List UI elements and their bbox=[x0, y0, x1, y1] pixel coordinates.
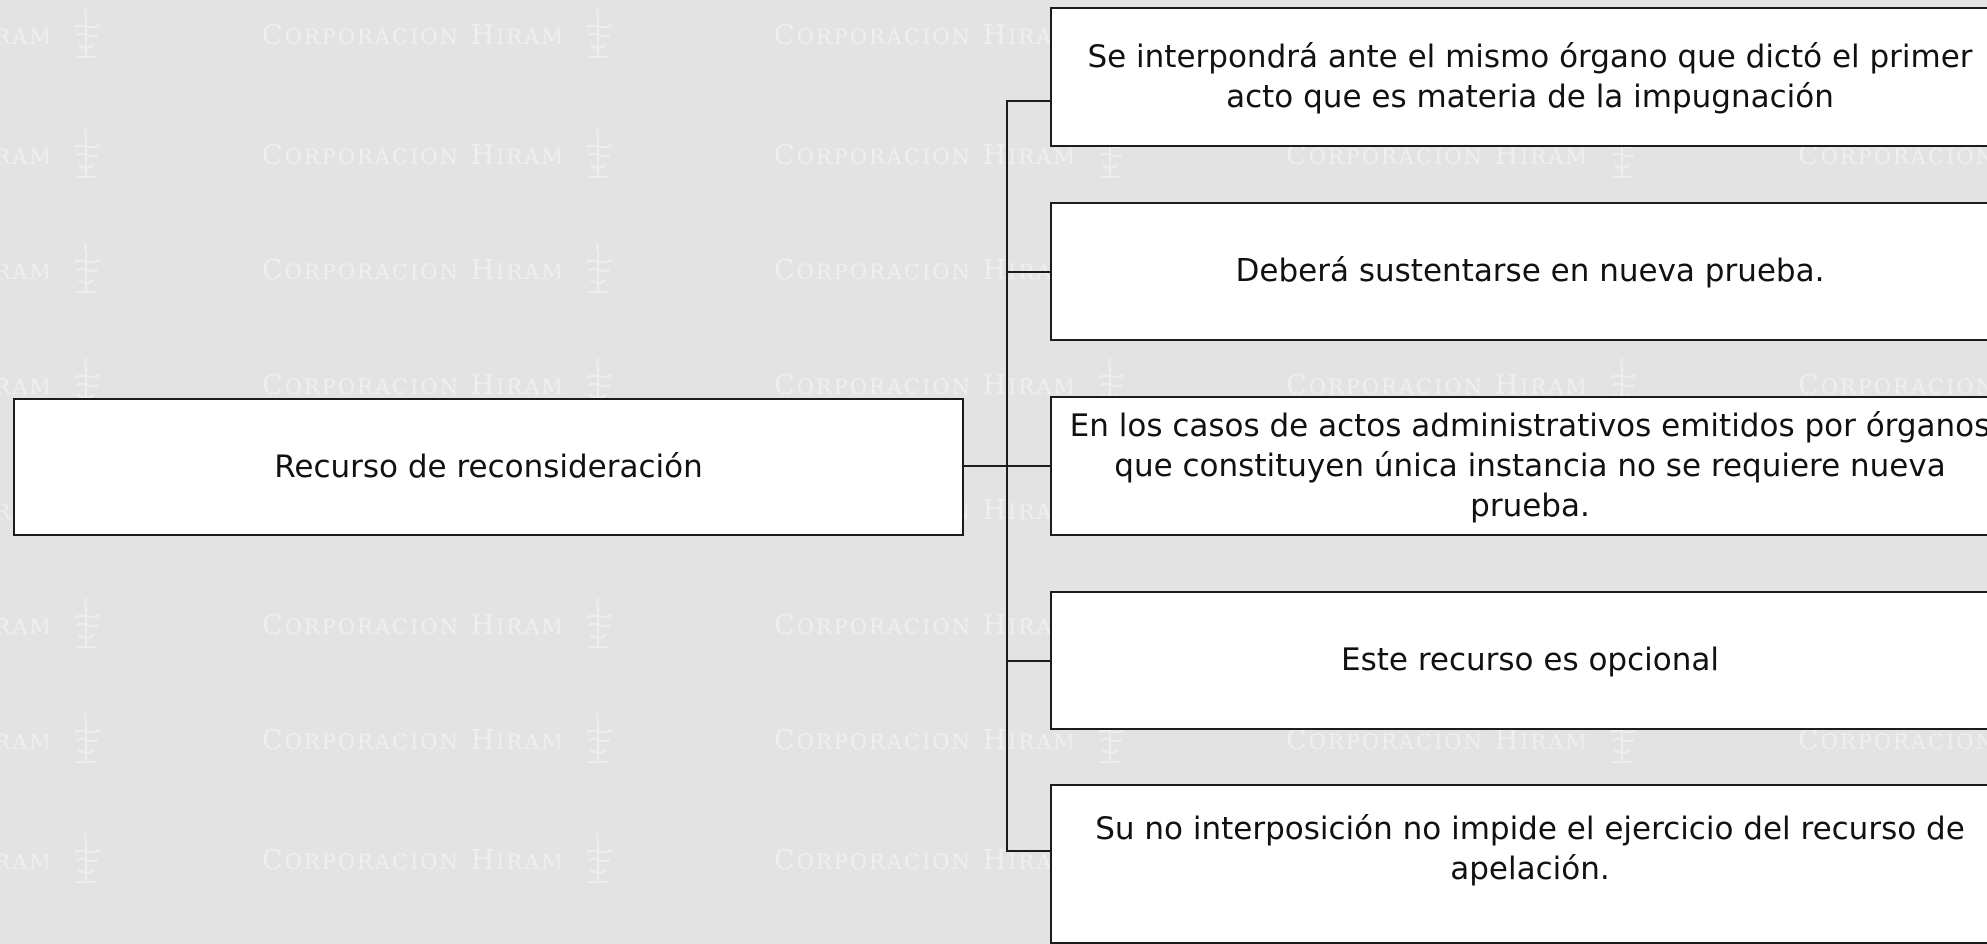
connector-branch-3 bbox=[1006, 465, 1050, 467]
root-node-box: Recurso de reconsideración bbox=[13, 398, 964, 536]
connector-branch-5 bbox=[1006, 850, 1050, 852]
child-node-box: Este recurso es opcional bbox=[1050, 591, 1987, 730]
root-node-label: Recurso de reconsideración bbox=[274, 448, 703, 485]
child-node-box: Se interpondrá ante el mismo órgano que … bbox=[1050, 7, 1987, 147]
watermark-logo: CORPORACION HIRAM bbox=[0, 0, 260, 83]
child-node-label: En los casos de actos administrativos em… bbox=[1069, 407, 1987, 525]
watermark-logo: CORPORACION HIRAM bbox=[0, 577, 260, 673]
child-node-box: Deberá sustentarse en nueva prueba. bbox=[1050, 202, 1987, 341]
child-node-box: En los casos de actos administrativos em… bbox=[1050, 396, 1987, 536]
child-node-label: Este recurso es opcional bbox=[1341, 642, 1719, 679]
child-node-label: Se interpondrá ante el mismo órgano que … bbox=[1087, 38, 1973, 115]
child-node-label: Su no interposición no impide el ejercic… bbox=[1095, 810, 1965, 887]
connector-branch-2 bbox=[1006, 271, 1050, 273]
watermark-logo: CORPORACION HIRAM bbox=[262, 812, 772, 908]
watermark-logo: CORPORACION HIRAM bbox=[0, 692, 260, 788]
watermark-logo: CORPORACION HIRAM bbox=[262, 107, 772, 203]
child-node-label: Deberá sustentarse en nueva prueba. bbox=[1235, 253, 1825, 290]
connector-branch-1 bbox=[1006, 100, 1050, 102]
watermark-logo: CORPORACION HIRAM bbox=[0, 107, 260, 203]
connector-root-stub bbox=[964, 465, 1008, 467]
watermark-logo: CORPORACION HIRAM bbox=[262, 692, 772, 788]
connector-branch-4 bbox=[1006, 660, 1050, 662]
watermark-logo: CORPORACION HIRAM bbox=[262, 0, 772, 83]
watermark-logo: CORPORACION HIRAM bbox=[262, 222, 772, 318]
connector-spine bbox=[1006, 100, 1008, 852]
watermark-logo: CORPORACION HIRAM bbox=[262, 577, 772, 673]
child-node-box: Su no interposición no impide el ejercic… bbox=[1050, 784, 1987, 944]
watermark-logo: CORPORACION HIRAM bbox=[0, 812, 260, 908]
watermark-logo: CORPORACION HIRAM bbox=[0, 222, 260, 318]
